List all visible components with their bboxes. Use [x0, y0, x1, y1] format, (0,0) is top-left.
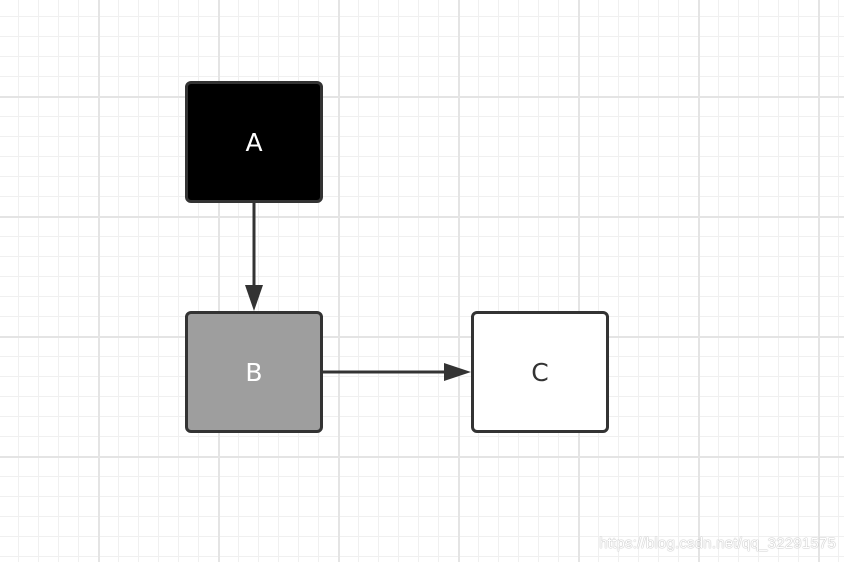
node-a-label: A: [245, 127, 263, 157]
node-b-label: B: [245, 357, 263, 387]
node-c-label: C: [531, 357, 549, 387]
node-c[interactable]: C: [471, 311, 609, 433]
edge-a-to-b-arrowhead: [245, 285, 263, 311]
edge-a-to-b: [245, 203, 263, 311]
watermark-text: https://blog.csdn.net/qq_32291575: [599, 535, 836, 552]
node-b[interactable]: B: [185, 311, 323, 433]
edge-b-to-c-arrowhead: [444, 363, 471, 381]
node-a[interactable]: A: [185, 81, 323, 203]
edge-b-to-c: [323, 363, 471, 381]
